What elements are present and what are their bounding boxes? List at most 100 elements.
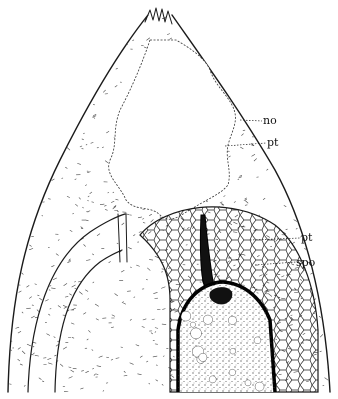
texture-dash <box>136 265 139 266</box>
texture-dash <box>232 94 234 95</box>
texture-dash <box>294 220 297 222</box>
texture-dash <box>215 53 218 55</box>
texture-dash <box>258 88 262 89</box>
texture-dash <box>220 202 222 203</box>
label-no: no <box>263 114 277 127</box>
texture-dash <box>266 169 268 170</box>
texture-dash <box>73 43 76 45</box>
texture-dash <box>63 305 66 306</box>
texture-dash <box>325 173 327 174</box>
texture-dash <box>183 22 186 24</box>
texture-dash <box>67 196 70 197</box>
texture-dash <box>87 200 88 201</box>
sac-nucleus <box>254 337 261 344</box>
texture-dash <box>111 359 113 360</box>
texture-dash <box>323 153 327 154</box>
texture-dash <box>307 182 308 183</box>
texture-dash <box>98 33 101 34</box>
texture-dash <box>14 77 18 78</box>
texture-dash <box>321 138 322 139</box>
texture-dash <box>10 186 13 187</box>
texture-dash <box>51 138 54 139</box>
texture-dash <box>85 220 88 221</box>
texture-dash <box>263 21 265 22</box>
texture-dash <box>103 390 104 391</box>
texture-dash <box>21 21 23 23</box>
texture-dash <box>318 185 319 186</box>
texture-dash <box>28 66 30 67</box>
texture-dash <box>243 130 245 131</box>
texture-dash <box>152 319 155 320</box>
texture-dash <box>18 257 21 259</box>
texture-dash <box>323 82 325 83</box>
texture-dash <box>83 313 86 315</box>
texture-dash <box>147 268 150 271</box>
texture-dash <box>292 188 293 189</box>
texture-dash <box>105 209 108 210</box>
texture-dash <box>66 79 68 80</box>
texture-dash <box>323 385 325 386</box>
texture-dash <box>58 306 61 308</box>
texture-dash <box>29 245 31 247</box>
texture-dash <box>73 368 77 369</box>
texture-dash <box>13 29 17 31</box>
texture-dash <box>91 47 94 48</box>
texture-dash <box>12 311 14 312</box>
texture-dash <box>67 261 70 263</box>
texture-dash <box>312 243 316 244</box>
texture-dash <box>68 260 71 261</box>
texture-dash <box>310 76 312 77</box>
texture-dash <box>296 228 298 229</box>
texture-dash <box>161 287 165 289</box>
texture-dash <box>88 330 90 332</box>
texture-dash <box>325 95 328 97</box>
texture-dash <box>33 353 35 354</box>
texture-dash <box>328 26 331 27</box>
texture-dash <box>162 309 165 310</box>
sac-nucleus <box>190 322 195 327</box>
texture-dash <box>323 15 326 17</box>
texture-dash <box>50 308 52 309</box>
texture-dash <box>87 211 90 212</box>
texture-dash <box>18 359 20 361</box>
texture-dash <box>317 277 320 278</box>
texture-dash <box>10 204 12 205</box>
texture-dash <box>48 363 52 364</box>
label-spo: spo <box>296 256 316 269</box>
texture-dash <box>109 261 111 262</box>
texture-dash <box>122 223 125 225</box>
texture-dash <box>41 143 44 145</box>
texture-dash <box>124 371 126 373</box>
texture-dash <box>92 368 94 369</box>
texture-dash <box>39 298 42 300</box>
texture-dash <box>205 43 209 45</box>
texture-dash <box>256 137 260 138</box>
texture-dash <box>52 160 54 161</box>
texture-dash <box>284 205 286 206</box>
texture-dash <box>325 248 327 249</box>
texture-dash <box>156 380 158 382</box>
texture-dash <box>100 62 103 63</box>
texture-dash <box>290 167 293 169</box>
texture-dash <box>320 334 323 337</box>
texture-dash <box>275 77 278 80</box>
texture-dash <box>13 112 14 113</box>
texture-dash <box>18 347 21 349</box>
texture-dash <box>82 139 84 140</box>
texture-dash <box>54 355 56 356</box>
texture-dash <box>69 294 72 296</box>
texture-dash <box>123 303 126 304</box>
texture-dash <box>105 45 109 46</box>
texture-dash <box>37 295 39 296</box>
texture-dash <box>296 130 298 131</box>
texture-dash <box>61 178 63 179</box>
texture-dash <box>53 278 57 280</box>
sac-nucleus <box>209 376 216 383</box>
texture-dash <box>16 150 19 153</box>
texture-dash <box>326 282 328 283</box>
texture-dash <box>101 38 103 40</box>
texture-dash <box>21 88 22 89</box>
texture-dash <box>87 339 89 340</box>
texture-dash <box>68 127 70 129</box>
